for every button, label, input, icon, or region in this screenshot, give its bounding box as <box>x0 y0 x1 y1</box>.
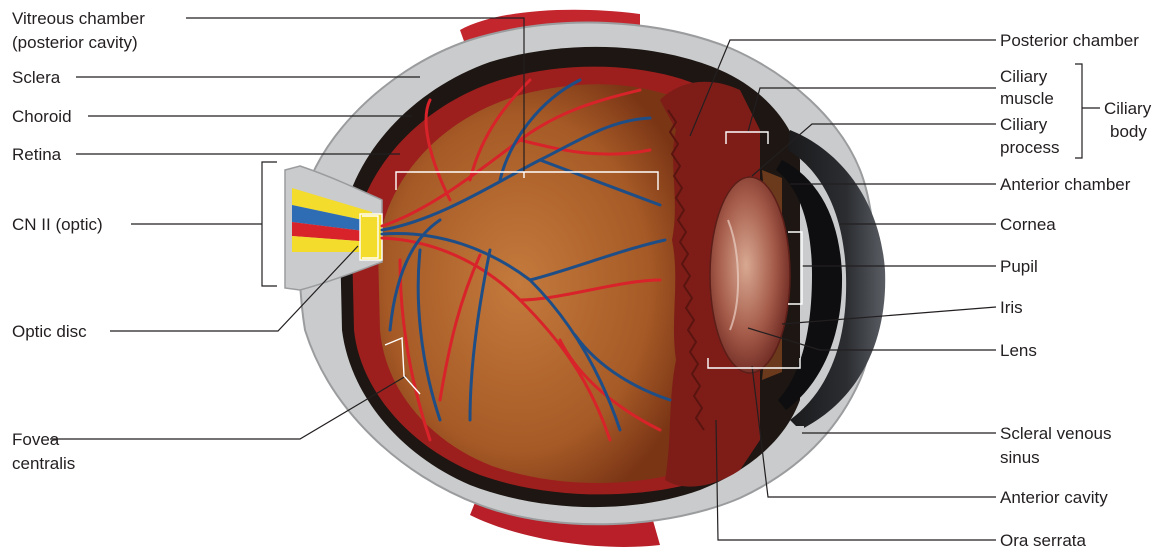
label-retina: Retina <box>12 145 62 164</box>
label-ciliary-process-sub: process <box>1000 138 1060 157</box>
label-fovea: Fovea <box>12 430 60 449</box>
label-vitreous-chamber: Vitreous chamber <box>12 9 145 28</box>
label-iris: Iris <box>1000 298 1023 317</box>
label-pupil: Pupil <box>1000 257 1038 276</box>
label-scleral-venous-sinus-sub: sinus <box>1000 448 1040 467</box>
scleral-sinus-marker <box>794 426 804 432</box>
label-scleral-venous-sinus: Scleral venous <box>1000 424 1112 443</box>
label-vitreous-chamber-sub: (posterior cavity) <box>12 33 138 52</box>
right-labels: Posterior chamber Ciliary muscle Ciliary… <box>1000 31 1152 550</box>
label-ciliary-process: Ciliary <box>1000 115 1048 134</box>
label-anterior-chamber: Anterior chamber <box>1000 175 1131 194</box>
label-posterior-chamber: Posterior chamber <box>1000 31 1139 50</box>
label-cn-ii: CN II (optic) <box>12 215 103 234</box>
label-ora-serrata: Ora serrata <box>1000 531 1087 550</box>
label-ciliary-muscle: Ciliary <box>1000 67 1048 86</box>
label-ciliary-body: Ciliary <box>1104 99 1152 118</box>
label-sclera: Sclera <box>12 68 61 87</box>
label-choroid: Choroid <box>12 107 72 126</box>
label-fovea-sub: centralis <box>12 454 75 473</box>
label-anterior-cavity: Anterior cavity <box>1000 488 1108 507</box>
label-ciliary-body-sub: body <box>1110 122 1147 141</box>
left-labels: Vitreous chamber (posterior cavity) Scle… <box>12 9 145 473</box>
eyeball-illustration <box>285 10 885 547</box>
label-cornea: Cornea <box>1000 215 1056 234</box>
lens-shape <box>710 177 790 373</box>
label-ciliary-muscle-sub: muscle <box>1000 89 1054 108</box>
label-lens: Lens <box>1000 341 1037 360</box>
label-optic-disc: Optic disc <box>12 322 87 341</box>
